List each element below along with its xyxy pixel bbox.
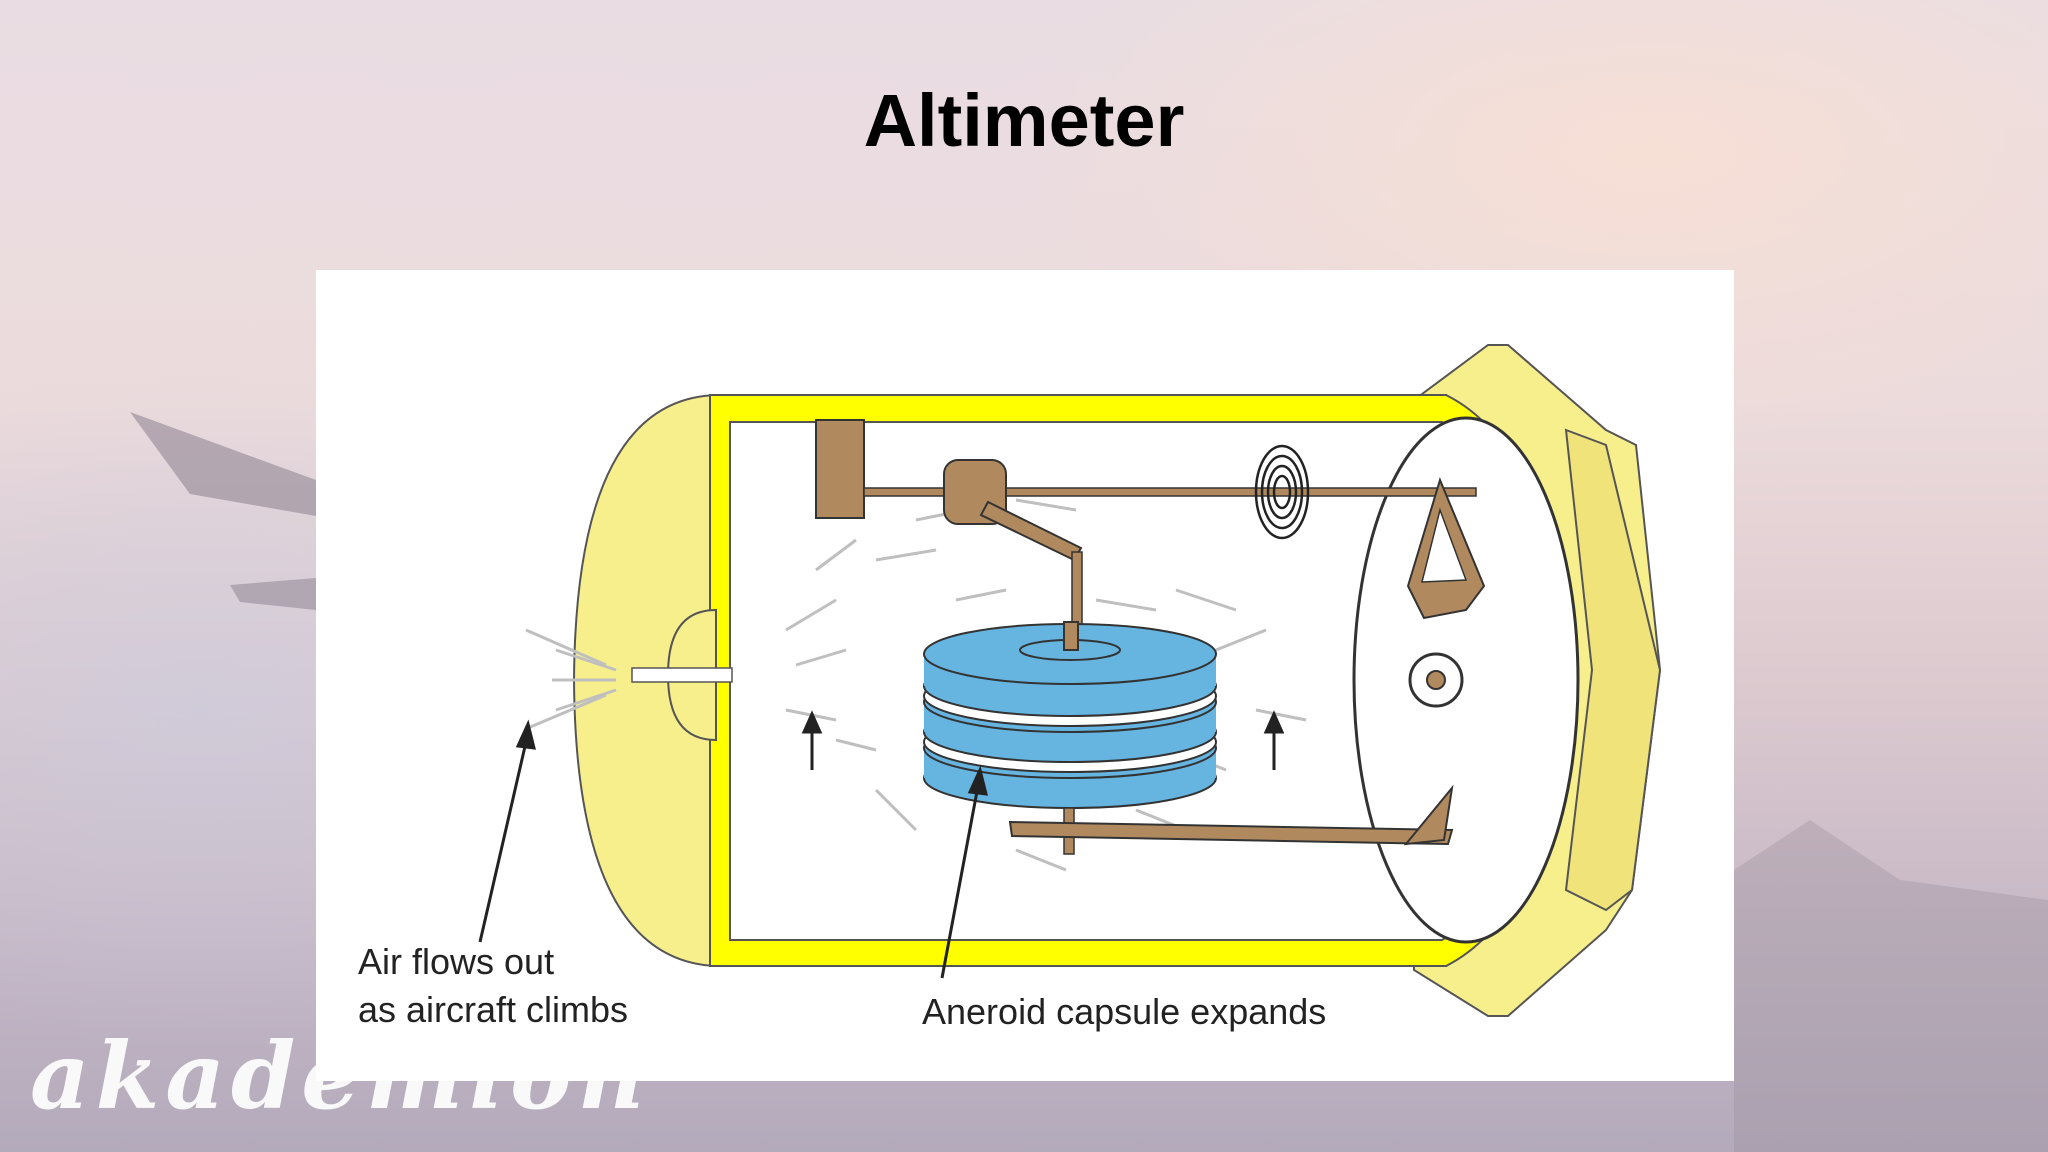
altimeter-illustration [478, 344, 1662, 1017]
compensator-arm [1008, 820, 1454, 846]
air-flow-label-line2: as aircraft climbs [358, 989, 629, 1030]
static-port [631, 667, 733, 683]
aneroid-capsule [923, 621, 1217, 809]
mounting-block [815, 419, 865, 519]
dial-face [1352, 416, 1580, 944]
air-flow-label-line1: Air flows out [358, 941, 555, 982]
hairspring [1254, 444, 1310, 540]
watermark-logo: akademion [30, 1022, 651, 1130]
capsule-label: Aneroid capsule expands [922, 991, 1327, 1032]
main-shaft [863, 487, 1477, 497]
leader-lines [478, 719, 988, 979]
air-flow-arrows [525, 498, 1307, 872]
slide-title: Altimeter [863, 79, 1185, 162]
altimeter-diagram: Air flows out as aircraft climbs Aneroid… [316, 270, 1734, 1081]
